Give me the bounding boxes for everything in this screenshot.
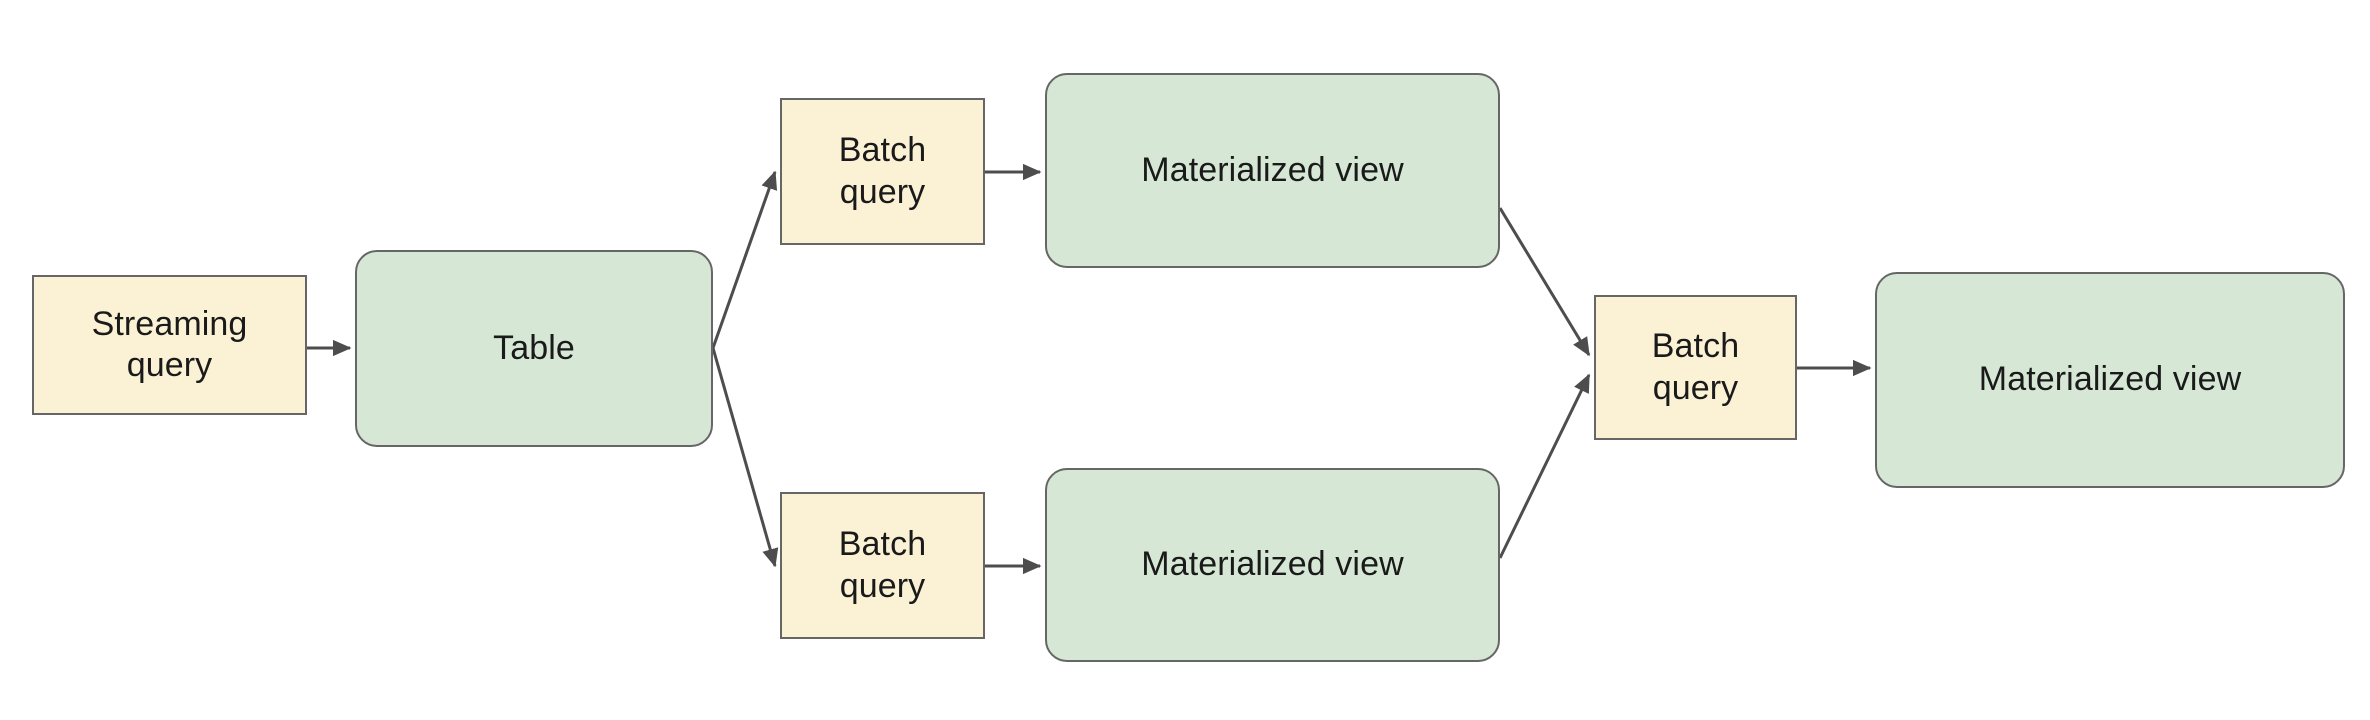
node-batch-query-join[interactable]: Batch query	[1594, 295, 1797, 440]
node-materialized-view-top[interactable]: Materialized view	[1045, 73, 1500, 268]
node-label-batch-query-join: Batch query	[1651, 327, 1740, 407]
node-label-materialized-view-final: Materialized view	[1978, 360, 2242, 399]
edge-table-to-batch-query-top	[711, 170, 778, 349]
node-batch-query-bottom[interactable]: Batch query	[780, 492, 985, 639]
edge-table-to-batch-query-bottom	[711, 347, 779, 568]
node-table[interactable]: Table	[355, 250, 713, 447]
edge-materialized-view-top-to-batch-query-join	[1498, 207, 1591, 357]
node-label-table: Table	[493, 328, 575, 367]
node-label-materialized-view-bottom: Materialized view	[1141, 545, 1404, 584]
node-label-materialized-view-top: Materialized view	[1141, 150, 1404, 189]
node-batch-query-top[interactable]: Batch query	[780, 98, 985, 245]
node-streaming-query[interactable]: Streaming query	[32, 275, 307, 415]
node-materialized-view-bottom[interactable]: Materialized view	[1045, 468, 1500, 662]
node-label-batch-query-bottom: Batch query	[838, 525, 927, 605]
node-materialized-view-final[interactable]: Materialized view	[1875, 272, 2345, 488]
edge-materialized-view-bottom-to-batch-query-join	[1498, 373, 1591, 559]
node-label-streaming-query: Streaming query	[91, 304, 248, 384]
node-label-batch-query-top: Batch query	[838, 131, 927, 211]
